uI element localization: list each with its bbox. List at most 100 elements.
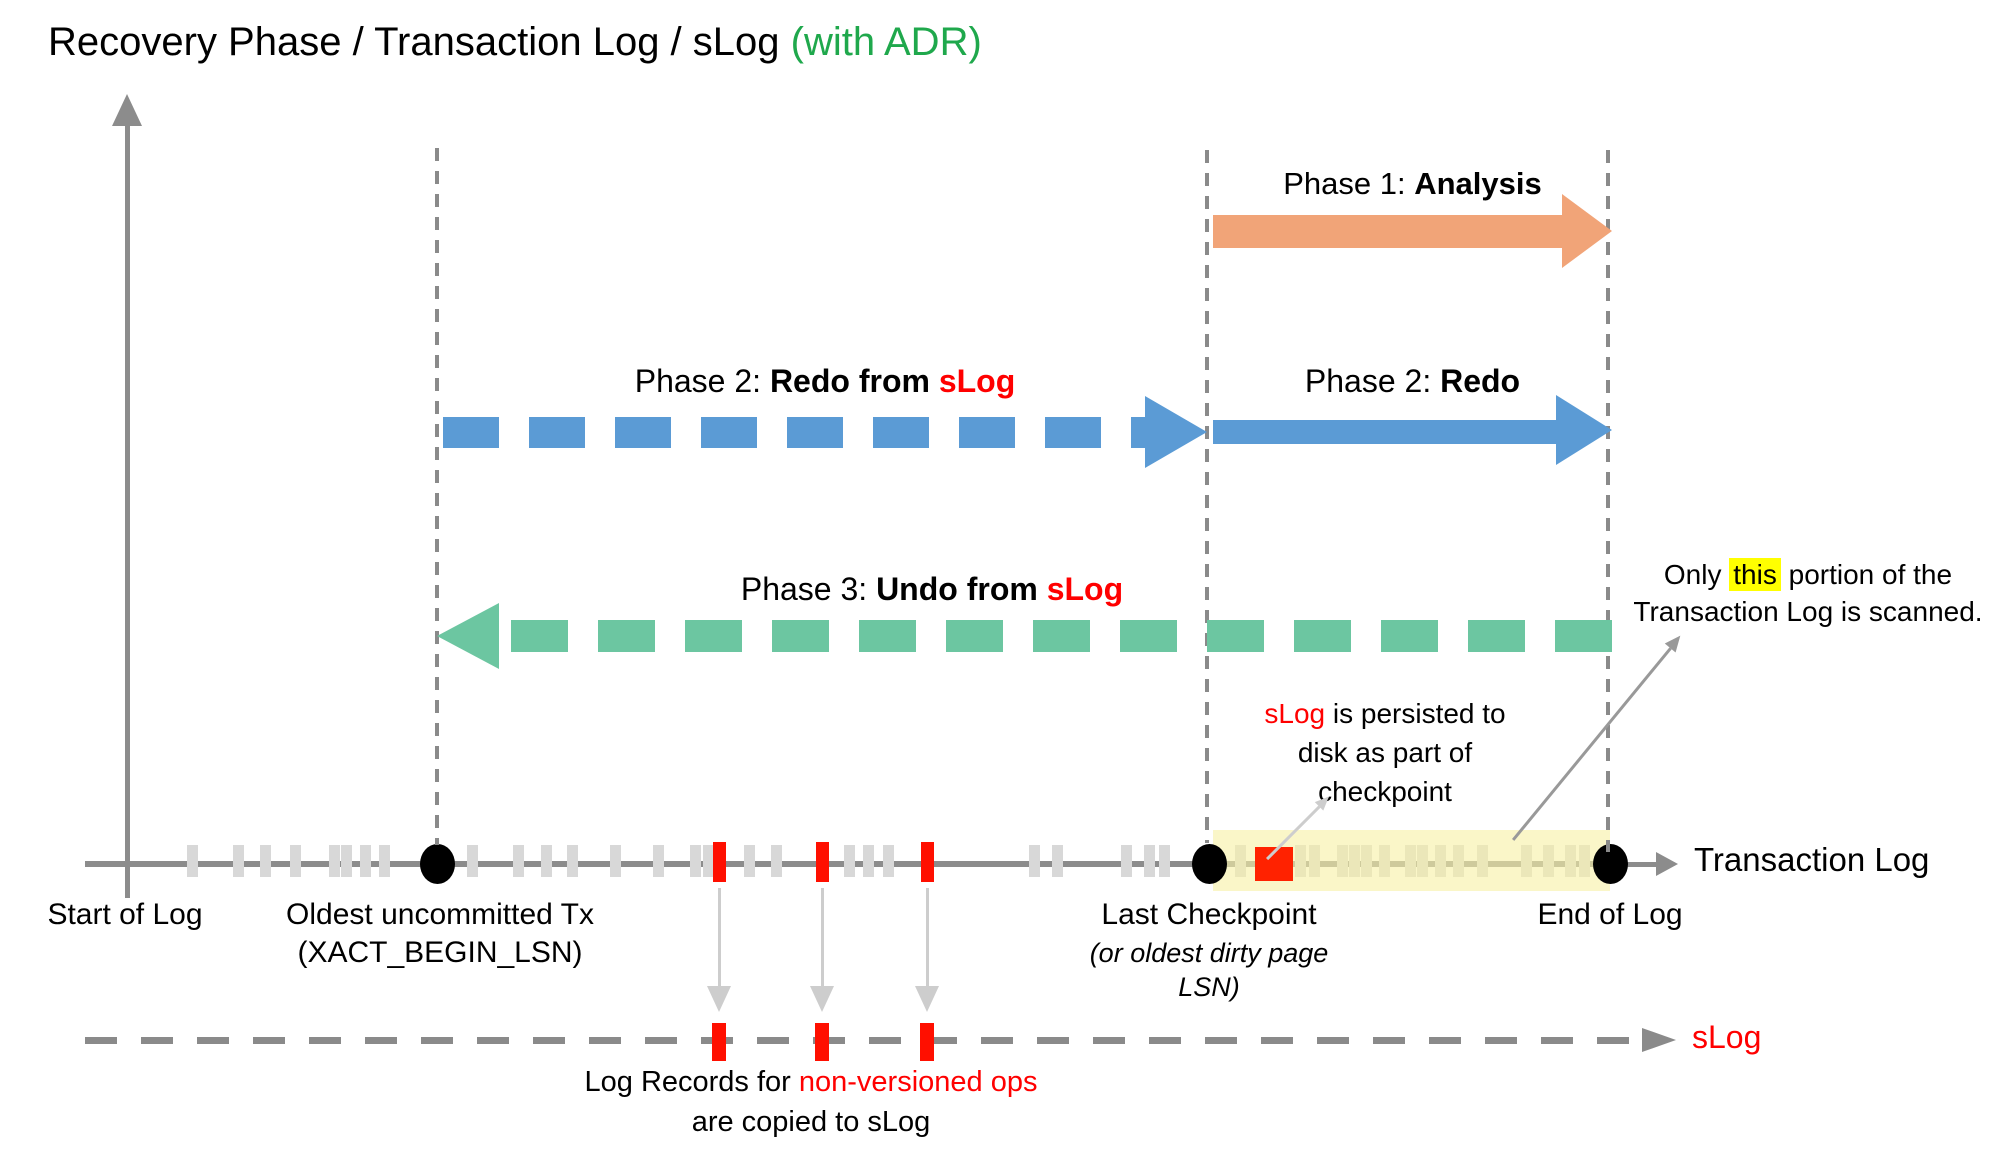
phase2-slog-label-name: Redo from — [769, 363, 939, 399]
oldest-tx-line1: Oldest uncommitted Tx — [286, 898, 594, 931]
copy-to-slog-arrowhead-icon — [810, 986, 834, 1012]
guide-line-last-checkpoint — [1205, 150, 1209, 843]
oldest-tx-line2: (XACT_BEGIN_LSN) — [297, 936, 583, 969]
guide-line-end-of-log — [1606, 150, 1610, 852]
copy-note-line2: are copied to sLog — [691, 1106, 931, 1138]
transaction-log-arrowhead-icon — [1656, 852, 1678, 876]
phase1-label: Phase 1: Analysis — [1213, 166, 1612, 202]
oldest-uncommitted-tx-marker — [420, 844, 455, 884]
scan-note-pre: Only — [1663, 559, 1730, 590]
end-of-log-marker — [1593, 844, 1628, 884]
non-versioned-op-tick — [921, 842, 934, 882]
log-record-tick — [844, 845, 855, 877]
checkpoint-sub-line2: LSN) — [1178, 972, 1240, 1002]
phase2-slog-label-prefix: Phase 2: — [634, 363, 770, 399]
slog-checkpoint-marker — [1255, 847, 1293, 881]
copy-to-slog-arrowhead-icon — [707, 986, 731, 1012]
copy-note-pre: Log Records for — [584, 1066, 799, 1098]
phase2-label-prefix: Phase 2: — [1304, 363, 1441, 399]
persist-note-line1: is persisted to — [1325, 698, 1506, 729]
non-versioned-op-tick — [713, 842, 726, 882]
scan-note-arrowhead-icon — [1664, 631, 1686, 653]
log-record-tick — [260, 845, 271, 877]
log-record-tick — [690, 845, 701, 877]
transaction-log-arrow — [1612, 862, 1660, 867]
log-record-tick — [1121, 845, 1132, 877]
log-record-tick — [1029, 845, 1040, 877]
phase3-label-red: sLog — [1046, 571, 1124, 607]
slog-record-tick — [920, 1023, 934, 1061]
log-record-tick — [1144, 845, 1155, 877]
scan-note: Only this portion of the Transaction Log… — [1615, 556, 2001, 630]
copy-to-slog-arrow-line — [926, 888, 929, 988]
log-record-tick — [703, 845, 714, 877]
last-checkpoint-marker — [1192, 844, 1227, 884]
phase3-label-prefix: Phase 3: — [740, 571, 877, 607]
phase1-analysis-arrow-body — [1213, 215, 1564, 248]
phase1-analysis-arrowhead-icon — [1562, 194, 1612, 268]
phase2-redo-arrowhead-icon — [1556, 395, 1612, 465]
log-record-tick — [1052, 845, 1063, 877]
oldest-uncommitted-tx-label: Oldest uncommitted Tx (XACT_BEGIN_LSN) — [240, 896, 640, 972]
scan-note-line2: Transaction Log is scanned. — [1633, 596, 1983, 627]
transaction-log-label: Transaction Log — [1694, 841, 1930, 878]
slog-label: sLog — [1692, 1019, 1762, 1055]
log-record-tick — [467, 845, 478, 877]
page-title-adr: (with ADR) — [790, 20, 982, 64]
log-record-tick — [379, 845, 390, 877]
page-title: Recovery Phase / Transaction Log / sLog … — [48, 20, 982, 65]
end-of-log-label: End of Log — [1537, 898, 1683, 931]
copy-to-slog-arrow-line — [718, 888, 721, 988]
log-record-tick — [341, 845, 352, 877]
start-of-log-label: Start of Log — [47, 898, 203, 931]
copy-to-slog-arrow-line — [821, 888, 824, 988]
log-record-tick — [233, 845, 244, 877]
y-axis-line — [125, 122, 130, 898]
phase2-redo-from-slog-arrowhead-icon — [1145, 396, 1207, 468]
phase3-undo-arrowhead-icon — [437, 603, 499, 669]
y-axis-arrowhead-icon — [112, 94, 142, 126]
phase2-label-name: Redo — [1440, 363, 1521, 399]
persist-note-line2: disk as part of — [1297, 737, 1473, 768]
phase3-undo-arrow-body — [503, 620, 1612, 652]
log-record-tick — [567, 845, 578, 877]
phase2-redo-from-slog-arrow-body — [443, 417, 1145, 448]
phase1-label-prefix: Phase 1: — [1283, 166, 1415, 201]
phase2-label: Phase 2: Redo — [1213, 363, 1612, 400]
log-record-tick — [1159, 845, 1170, 877]
slog-line — [85, 1037, 1640, 1044]
log-record-tick — [513, 845, 524, 877]
slog-record-tick — [712, 1023, 726, 1061]
persist-note-red: sLog — [1264, 698, 1326, 729]
checkpoint-sub-line1: (or oldest dirty page — [1089, 938, 1329, 968]
log-record-tick — [610, 845, 621, 877]
phase3-label-name: Undo from — [876, 571, 1047, 607]
page-title-main: Recovery Phase / Transaction Log / sLog — [48, 20, 791, 64]
last-checkpoint-sublabel: (or oldest dirty page LSN) — [1059, 936, 1359, 1004]
last-checkpoint-label: Last Checkpoint — [1101, 898, 1317, 931]
scan-note-post: portion of the — [1780, 559, 1953, 590]
log-record-tick — [653, 845, 664, 877]
log-record-tick — [541, 845, 552, 877]
non-versioned-op-tick — [816, 842, 829, 882]
phase1-label-name: Analysis — [1414, 166, 1542, 201]
log-record-tick — [329, 845, 340, 877]
slog-arrowhead-icon — [1642, 1028, 1676, 1052]
phase2-slog-label-red: sLog — [938, 363, 1016, 399]
log-record-tick — [187, 845, 198, 877]
scan-note-highlight: this — [1729, 558, 1781, 591]
log-record-tick — [290, 845, 301, 877]
log-record-tick — [883, 845, 894, 877]
copy-note-red: non-versioned ops — [798, 1066, 1038, 1098]
persist-note: sLog is persisted to disk as part of che… — [1210, 694, 1560, 811]
log-record-tick — [744, 845, 755, 877]
log-record-tick — [360, 845, 371, 877]
slog-record-tick — [815, 1023, 829, 1061]
copy-note: Log Records for non-versioned ops are co… — [511, 1062, 1111, 1142]
phase2-slog-label: Phase 2: Redo from sLog — [443, 363, 1207, 400]
phase2-redo-arrow-body — [1213, 420, 1557, 444]
log-record-tick — [771, 845, 782, 877]
phase3-label: Phase 3: Undo from sLog — [437, 571, 1427, 608]
copy-to-slog-arrowhead-icon — [915, 986, 939, 1012]
